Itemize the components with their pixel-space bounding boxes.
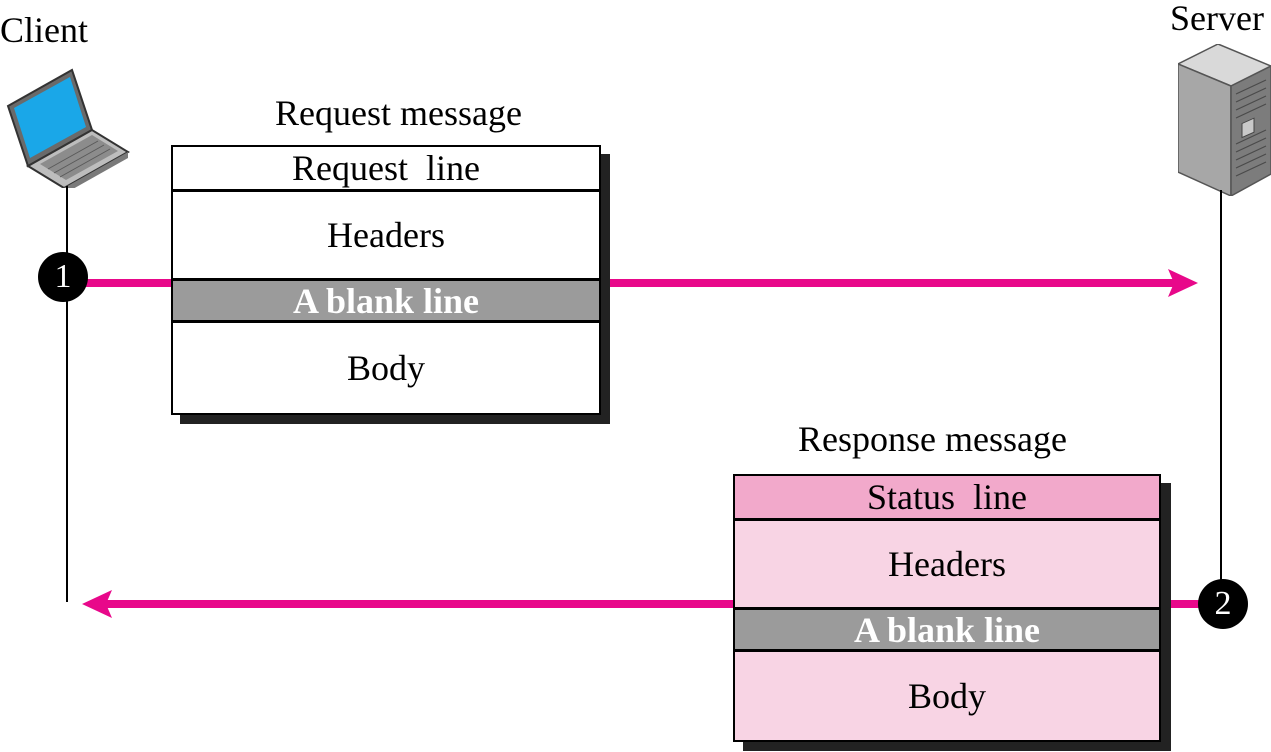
client-timeline: [66, 186, 68, 602]
response-headers-row: Headers: [735, 518, 1159, 607]
request-message-box: Request line Headers A blank line Body: [171, 145, 601, 415]
request-arrowhead-icon: [1168, 269, 1198, 297]
client-label: Client: [0, 10, 88, 50]
response-arrow-line: [104, 600, 1222, 608]
request-arrow-line: [66, 279, 1176, 287]
request-blank-line-row: A blank line: [173, 278, 599, 321]
request-title: Request message: [275, 93, 522, 133]
server-timeline: [1220, 190, 1222, 602]
response-arrowhead-icon: [82, 590, 112, 618]
step-1-marker: 1: [38, 252, 88, 302]
status-line-row: Status line: [735, 476, 1159, 518]
server-tower-icon: [1178, 44, 1271, 196]
request-line-row: Request line: [292, 148, 480, 188]
request-headers-row: Headers: [173, 189, 599, 278]
response-message-box: Status line Headers A blank line Body: [733, 474, 1161, 742]
response-body-row: Body: [735, 649, 1159, 740]
step-2-marker: 2: [1198, 579, 1248, 629]
response-title: Response message: [798, 419, 1067, 459]
laptop-icon: [6, 68, 130, 188]
response-blank-line-row: A blank line: [735, 607, 1159, 650]
request-body-row: Body: [173, 320, 599, 413]
server-label: Server: [1170, 0, 1264, 38]
